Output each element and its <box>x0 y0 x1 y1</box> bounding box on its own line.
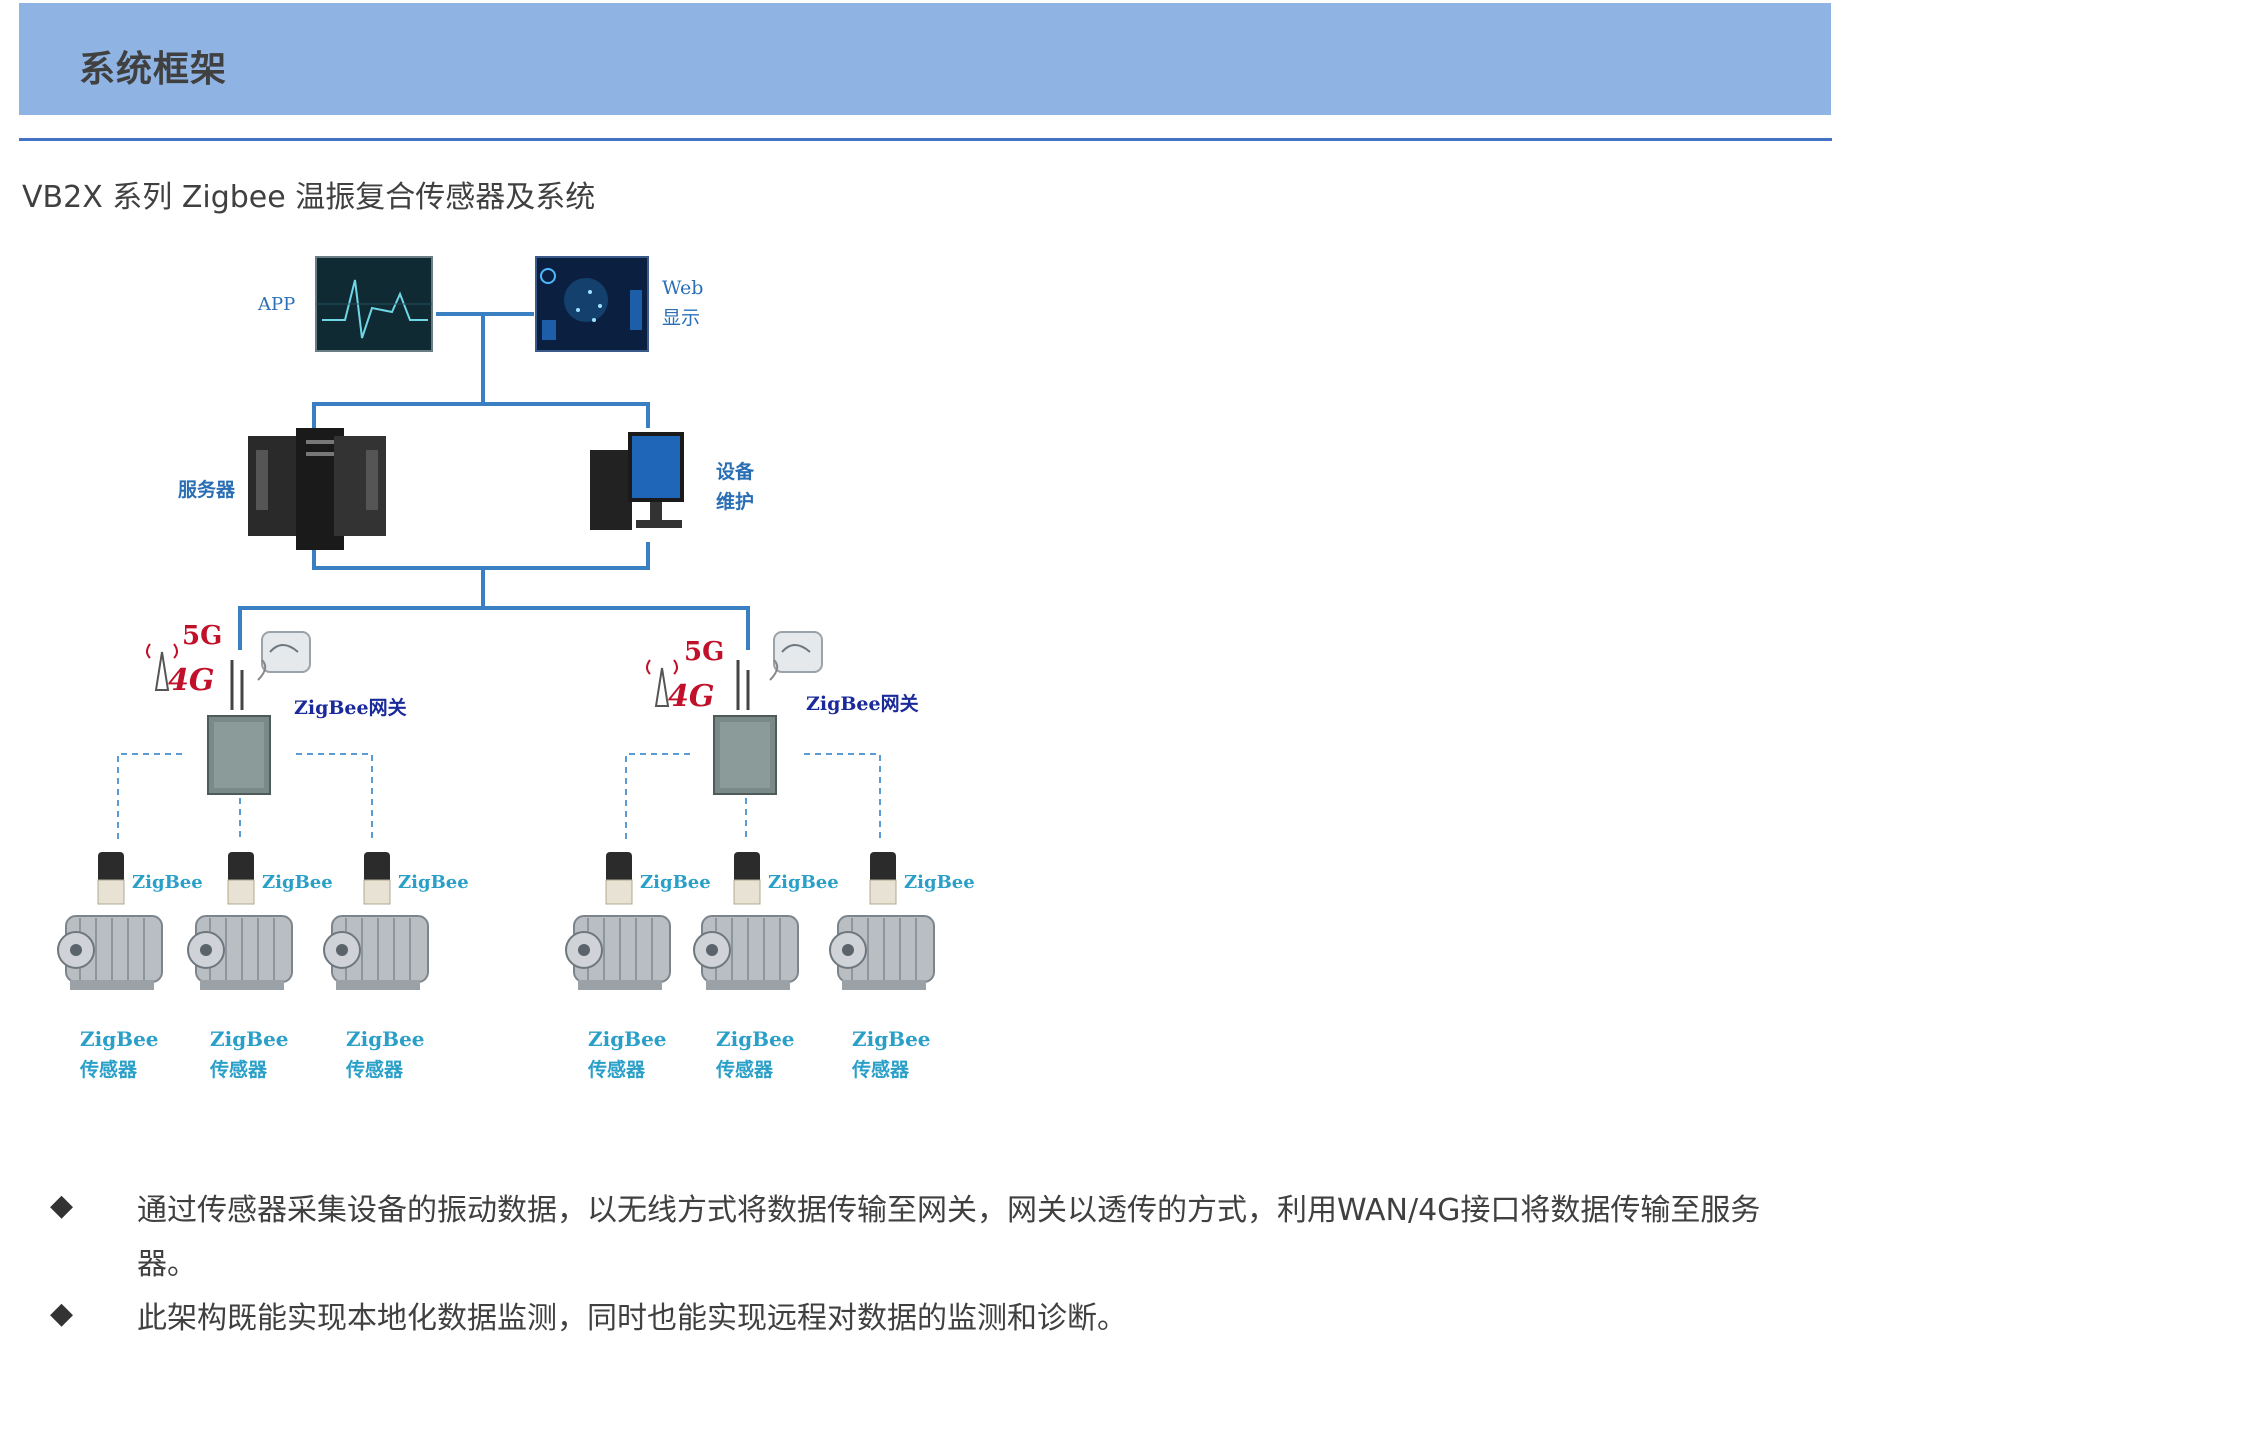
vibration-sensor-icon <box>97 852 125 905</box>
vibration-sensor-icon <box>869 852 897 905</box>
sensor-caption-line2: 传感器 <box>79 1058 138 1081</box>
vibration-sensor-icon <box>605 852 633 905</box>
vibration-sensor-icon <box>363 852 391 905</box>
server-label: 服务器 <box>178 478 236 501</box>
sensor-caption-line2: 传感器 <box>209 1058 268 1081</box>
sensor-caption-line1: ZigBee <box>346 1027 425 1051</box>
sensor-caption-line2: 传感器 <box>587 1058 646 1081</box>
network-5g-label: 5G <box>684 637 724 667</box>
sensor-zigbee-label: ZigBee <box>132 872 203 893</box>
sensor-zigbee-label: ZigBee <box>398 872 469 893</box>
electric-motor-icon <box>57 915 163 990</box>
bullet-text-2: 此架构既能实现本地化数据监测，同时也能实现远程对数据的监测和诊断。 <box>137 1301 1127 1336</box>
electric-motor-icon <box>693 915 799 990</box>
sensor-caption-line1: ZigBee <box>210 1027 289 1051</box>
gateway-device-icon <box>207 660 271 795</box>
page-subtitle: VB2X 系列 Zigbee 温振复合传感器及系统 <box>22 180 596 215</box>
gateway-cluster-right: 5G 4G ZigBee网关 <box>625 631 919 840</box>
web-label-1: Web <box>662 277 703 299</box>
sensor-zigbee-label: ZigBee <box>768 872 839 893</box>
sensor-caption-line2: 传感器 <box>345 1058 404 1081</box>
vibration-sensor-icon <box>733 852 761 905</box>
zigbee-links-right <box>625 753 881 840</box>
cell-tower-icon <box>146 643 178 691</box>
web-display-icon <box>535 256 649 352</box>
sensor-zigbee-label: ZigBee <box>640 872 711 893</box>
gateway-label: ZigBee网关 <box>294 696 407 719</box>
sensor-caption-line1: ZigBee <box>852 1027 931 1051</box>
maintenance-pc-icon <box>590 432 684 530</box>
sensor-zigbee-label: ZigBee <box>262 872 333 893</box>
vibration-sensor-icon <box>227 852 255 905</box>
gateway-device-icon <box>713 660 777 795</box>
web-label-2: 显示 <box>662 307 700 329</box>
sensor-zigbee-label: ZigBee <box>904 872 975 893</box>
electric-motor-icon <box>829 915 935 990</box>
gateway-label: ZigBee网关 <box>806 692 919 715</box>
network-4g-label: 4G <box>168 663 215 698</box>
system-architecture-diagram: APP Web 显示 服务器 设备 维护 5G <box>57 256 975 1081</box>
zigbee-links-left <box>117 753 373 840</box>
bullet-text-1: 通过传感器采集设备的振动数据，以无线方式将数据传输至网关，网关以透传的方式，利用… <box>137 1193 1761 1282</box>
electric-motor-icon <box>323 915 429 990</box>
electric-motor-icon <box>187 915 293 990</box>
app-monitor-icon <box>315 256 433 352</box>
cloud-icon <box>257 631 311 681</box>
maintenance-label-1: 设备 <box>716 460 755 483</box>
header-divider <box>19 138 1832 141</box>
sensor-caption-line1: ZigBee <box>716 1027 795 1051</box>
sensor-caption-line1: ZigBee <box>80 1027 159 1051</box>
sensor-caption-line1: ZigBee <box>588 1027 667 1051</box>
cell-tower-icon <box>646 659 678 707</box>
bullet-icon: ◆ <box>50 1188 74 1223</box>
electric-motor-icon <box>565 915 671 990</box>
network-5g-label: 5G <box>182 621 222 651</box>
server-icon <box>248 428 386 550</box>
sensor-caption-line2: 传感器 <box>715 1058 774 1081</box>
maintenance-label-2: 维护 <box>716 490 754 513</box>
top-connectors <box>238 312 750 650</box>
sensor-units: ZigBeeZigBee传感器ZigBeeZigBee传感器ZigBeeZigB… <box>57 852 975 1081</box>
network-4g-label: 4G <box>668 679 715 714</box>
app-label: APP <box>257 294 295 315</box>
gateway-cluster-left: 5G 4G ZigBee网关 <box>117 621 407 840</box>
section-header <box>19 3 1831 115</box>
section-title: 系统框架 <box>79 49 228 90</box>
sensor-caption-line2: 传感器 <box>851 1058 910 1081</box>
cloud-icon <box>769 631 823 681</box>
bullet-icon: ◆ <box>50 1296 74 1331</box>
